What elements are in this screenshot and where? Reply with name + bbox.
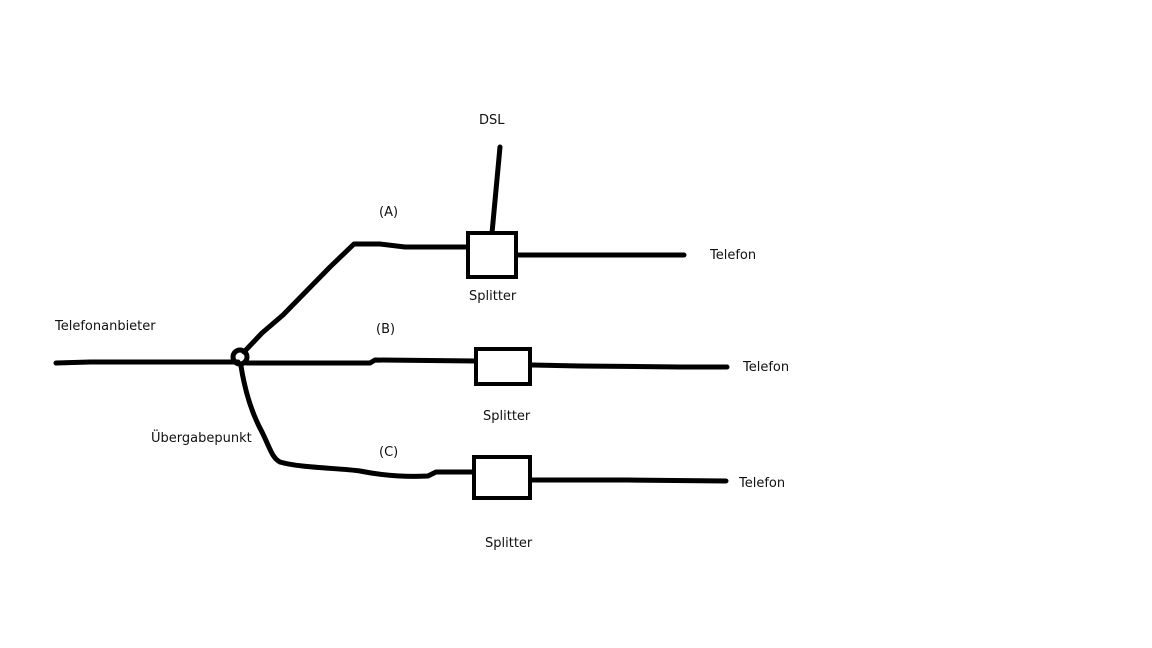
provider-label: Telefonanbieter bbox=[54, 319, 156, 334]
dsl-line bbox=[489, 144, 503, 236]
phone-b-line bbox=[529, 362, 730, 370]
splitter-c-label: Splitter bbox=[485, 536, 533, 551]
branch-a-line bbox=[241, 241, 471, 355]
phone-a-label: Telefon bbox=[709, 248, 756, 263]
phone-c-line bbox=[529, 477, 729, 484]
dsl-label: DSL bbox=[479, 113, 505, 128]
provider-line bbox=[53, 359, 241, 366]
branch-b-line bbox=[243, 357, 479, 366]
splitter-a-box bbox=[466, 231, 518, 279]
branch-a-label: (A) bbox=[379, 205, 398, 220]
splitter-b-box bbox=[474, 347, 532, 386]
splitter-c-box bbox=[472, 455, 532, 500]
phone-b-label: Telefon bbox=[742, 360, 789, 375]
branch-c-label: (C) bbox=[379, 445, 398, 460]
phone-c-label: Telefon bbox=[738, 476, 785, 491]
branch-b-label: (B) bbox=[376, 322, 395, 337]
splitter-b-label: Splitter bbox=[483, 409, 531, 424]
branch-c-line bbox=[238, 363, 477, 479]
handover-label: Übergabepunkt bbox=[151, 429, 252, 446]
splitter-a-label: Splitter bbox=[469, 289, 517, 304]
